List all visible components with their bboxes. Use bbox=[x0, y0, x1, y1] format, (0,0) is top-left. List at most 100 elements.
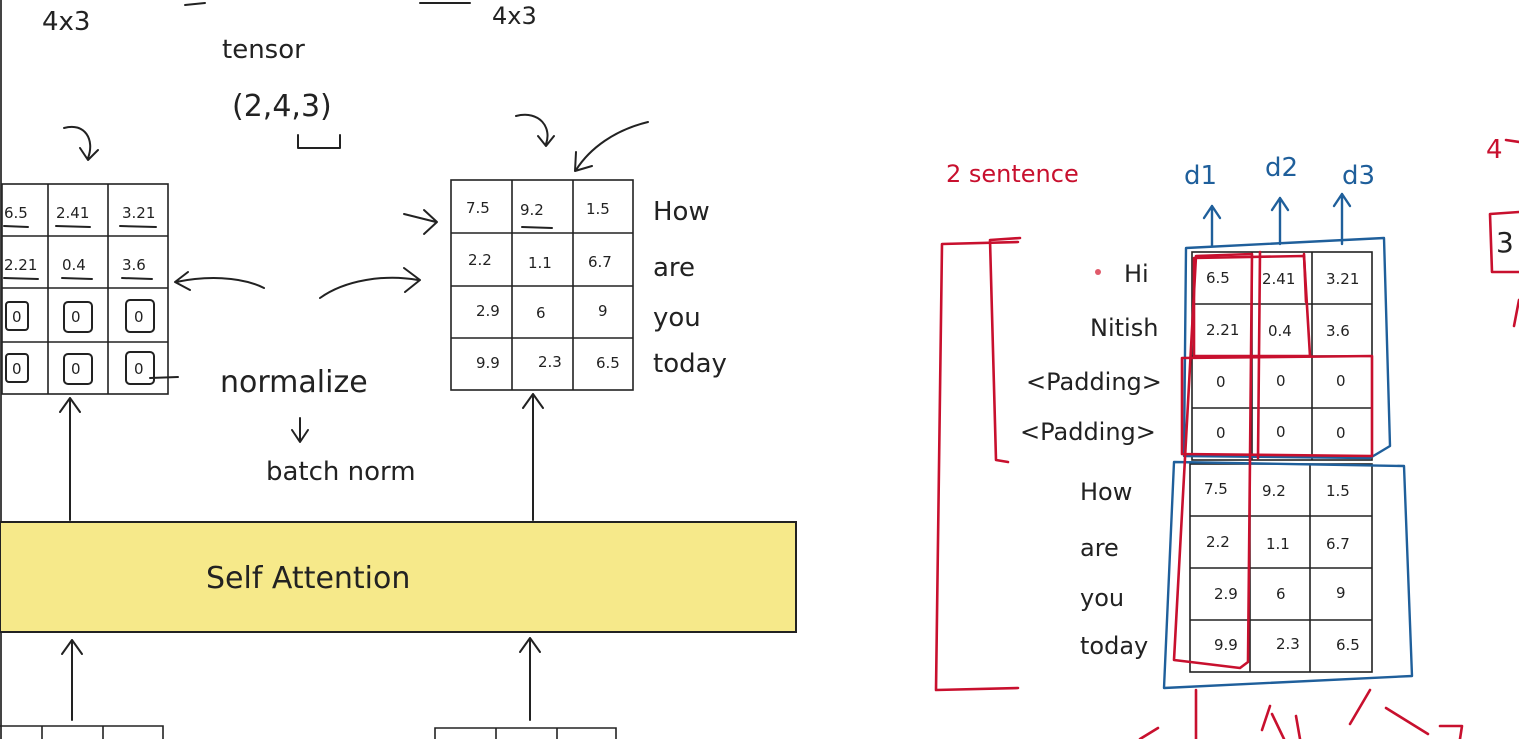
inner-bracket bbox=[988, 236, 1022, 464]
right-top-cell: 3.6 bbox=[1326, 322, 1350, 340]
blue-outline-bottom bbox=[1162, 460, 1414, 690]
mid-word: you bbox=[653, 303, 701, 333]
dim-label: d1 bbox=[1184, 161, 1217, 191]
left-cell: 2.21 bbox=[4, 256, 37, 274]
left-cell: 0 bbox=[134, 308, 144, 326]
mid-cell: 6.5 bbox=[596, 354, 620, 372]
self-attention-block bbox=[0, 521, 797, 633]
right-bottom-cell: 1.1 bbox=[1266, 535, 1290, 553]
arrow-normalize-down bbox=[291, 417, 309, 443]
left-cell: 0 bbox=[134, 360, 144, 378]
right-top-cell: 0 bbox=[1336, 372, 1346, 390]
edge-fragment-mid: 3 bbox=[1496, 226, 1514, 259]
right-top-cell: 0 bbox=[1216, 424, 1226, 442]
red-arrow-bottom-1 bbox=[1138, 688, 1198, 739]
right-bottom-cell: 1.5 bbox=[1326, 482, 1350, 500]
right-word-bottom: you bbox=[1080, 584, 1124, 612]
mid-cell: 2.2 bbox=[468, 251, 492, 269]
right-top-cell: 0 bbox=[1276, 423, 1286, 441]
self-attention-label: Self Attention bbox=[206, 561, 410, 596]
right-word-bottom: are bbox=[1080, 534, 1119, 562]
left-cell: 0.4 bbox=[62, 256, 86, 274]
left-cell: 0 bbox=[71, 308, 81, 326]
right-bottom-cell: 2.9 bbox=[1214, 585, 1238, 603]
right-word-bottom: today bbox=[1080, 632, 1148, 660]
right-top-cell: 3.21 bbox=[1326, 270, 1359, 288]
edge-fragment-top: 4 bbox=[1486, 135, 1503, 165]
right-word-top: Nitish bbox=[1090, 314, 1158, 342]
right-bottom-cell: 6.7 bbox=[1326, 535, 1350, 553]
bottom-input-mid bbox=[434, 727, 617, 739]
dim-label: d3 bbox=[1342, 161, 1375, 191]
right-matrix-bottom: 7.5 9.2 1.5 2.2 1.1 6.7 2.9 6 9 9.9 2.3 … bbox=[1189, 463, 1373, 673]
left-cell: 3.6 bbox=[122, 256, 146, 274]
mid-cell: 2.9 bbox=[476, 302, 500, 320]
arrow-d1 bbox=[1202, 204, 1222, 248]
bottom-input-left bbox=[0, 725, 164, 739]
mid-cell: 9.9 bbox=[476, 354, 500, 372]
right-word-top: Hi bbox=[1124, 260, 1149, 288]
mid-cell: 9.2 bbox=[520, 201, 544, 219]
left-cell: 0 bbox=[12, 308, 22, 326]
top-mid-dims-label: 4x3 bbox=[492, 2, 537, 30]
top-stroke-left bbox=[184, 2, 206, 6]
mid-word: How bbox=[653, 197, 710, 227]
left-matrix-frame bbox=[1, 183, 169, 395]
normalize-label: normalize bbox=[220, 365, 368, 400]
right-top-cell: 2.21 bbox=[1206, 321, 1239, 339]
arrow-into-mid-matrix bbox=[403, 209, 438, 235]
bullet-dot bbox=[1095, 269, 1101, 275]
mid-cell: 9 bbox=[598, 302, 608, 320]
top-left-dims-label: 4x3 bbox=[42, 7, 90, 37]
right-bottom-cell: 9.9 bbox=[1214, 636, 1238, 654]
right-bottom-cell: 2.3 bbox=[1276, 635, 1300, 653]
mid-cell: 1.5 bbox=[586, 200, 610, 218]
mid-cell: 7.5 bbox=[466, 199, 490, 217]
mid-word: are bbox=[653, 253, 695, 283]
arrow-d2 bbox=[1270, 196, 1290, 246]
tensor-bracket bbox=[297, 134, 341, 149]
right-top-cell: 0.4 bbox=[1268, 322, 1292, 340]
arrow-down-left bbox=[63, 125, 99, 161]
left-matrix: 6.5 2.41 3.21 2.21 0.4 3.6 0 0 0 0 0 0 bbox=[1, 183, 179, 395]
right-bottom-cell: 7.5 bbox=[1204, 480, 1228, 498]
blue-outline-top bbox=[1182, 236, 1392, 460]
right-top-cell: 0 bbox=[1336, 424, 1346, 442]
tensor-shape-label: (2,4,3) bbox=[232, 89, 332, 124]
right-matrix-top: 6.5 2.41 3.21 2.21 0.4 3.6 0 0 0 0 0 0 bbox=[1191, 251, 1373, 461]
red-column-highlight bbox=[1172, 252, 1254, 670]
edge-box bbox=[1488, 210, 1519, 274]
arrow-d3 bbox=[1332, 192, 1352, 246]
mid-matrix: 7.5 9.2 1.5 2.2 1.1 6.7 2.9 6 9 9.9 2.3 … bbox=[450, 179, 634, 391]
left-cell: 0 bbox=[12, 360, 22, 378]
tensor-label: tensor bbox=[222, 35, 305, 65]
right-top-cell: 2.41 bbox=[1262, 270, 1295, 288]
right-top-cell: 0 bbox=[1276, 372, 1286, 390]
red-arrow-bottom-3 bbox=[1348, 688, 1464, 739]
left-cell: 0 bbox=[71, 360, 81, 378]
arrow-down-mid bbox=[515, 113, 555, 147]
sentences-label: 2 sentence bbox=[946, 160, 1079, 188]
arrow-up-left-matrix bbox=[59, 397, 81, 521]
arrow-to-left-matrix bbox=[174, 271, 265, 291]
right-word-bottom: How bbox=[1080, 478, 1132, 506]
mid-cell: 1.1 bbox=[528, 254, 552, 272]
edge-fragment-stroke bbox=[1504, 138, 1519, 144]
red-arrow-bottom-2 bbox=[1260, 704, 1302, 739]
right-bottom-cell: 9.2 bbox=[1262, 482, 1286, 500]
right-bottom-cell: 9 bbox=[1336, 584, 1346, 602]
mid-cell: 6.7 bbox=[588, 253, 612, 271]
mid-cell: 6 bbox=[536, 304, 546, 322]
left-cell: 2.41 bbox=[56, 204, 89, 222]
outer-bracket bbox=[934, 240, 1020, 692]
mid-matrix-frame bbox=[450, 179, 634, 391]
arrow-curve-mid bbox=[574, 121, 649, 172]
arrow-to-mid-matrix bbox=[319, 267, 421, 299]
mid-word: today bbox=[653, 349, 727, 379]
red-column-strokes bbox=[1256, 250, 1308, 460]
right-word-top: <Padding> bbox=[1020, 418, 1156, 446]
left-cell: 3.21 bbox=[122, 204, 155, 222]
right-top-cell: 6.5 bbox=[1206, 269, 1230, 287]
dim-label: d2 bbox=[1265, 153, 1298, 183]
